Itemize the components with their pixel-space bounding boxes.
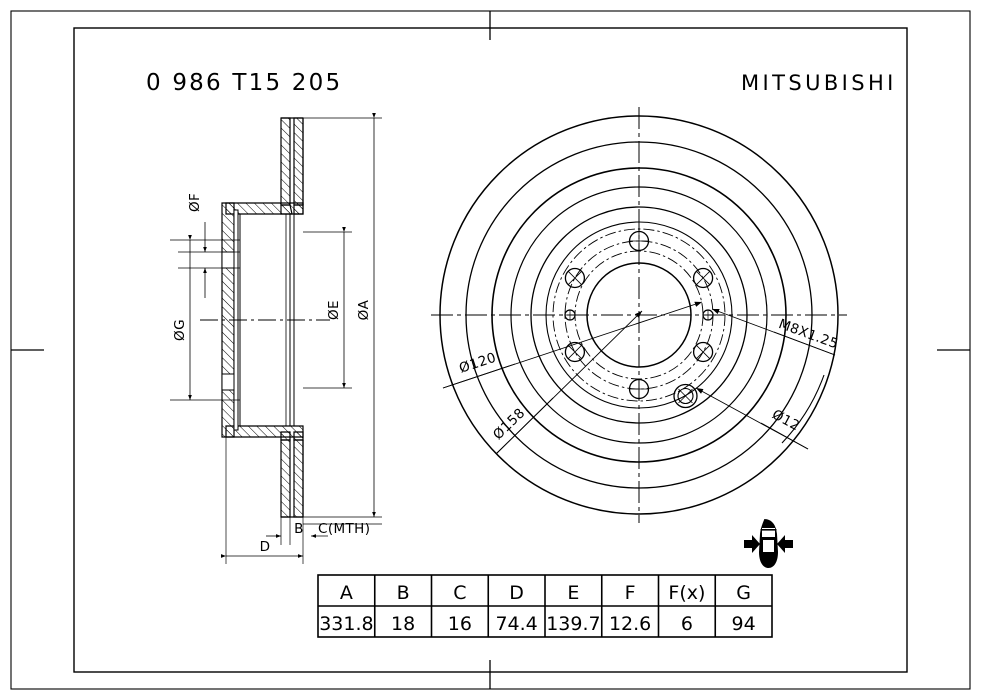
spec-header-cell: B xyxy=(397,582,410,604)
spec-header-cell: F xyxy=(625,582,636,604)
spec-table-value-row: 331.8 18 16 74.4 139.7 12.6 6 94 xyxy=(319,613,755,635)
dimension-label-b: B xyxy=(294,521,304,537)
section-view: ØF ØG ØE ØA B xyxy=(170,112,382,564)
disc-outer-circle xyxy=(439,115,839,515)
spec-header-cell: E xyxy=(567,582,579,604)
dimension-label-f: ØF xyxy=(187,193,203,212)
spec-value-cell: 12.6 xyxy=(609,613,651,635)
break-arc xyxy=(781,374,825,444)
spec-table-header-row: A B C D E F F(x) G xyxy=(340,582,751,604)
friction-ring-circle xyxy=(491,167,787,463)
bolt-hole-section-lower xyxy=(221,373,235,391)
dimension-label-g: ØG xyxy=(172,319,188,341)
spec-value-cell: 18 xyxy=(391,613,415,635)
spec-value-cell: 16 xyxy=(448,613,472,635)
spec-header-cell: D xyxy=(509,582,524,604)
bolt-hole xyxy=(692,267,714,289)
spec-value-cell: 94 xyxy=(732,613,756,635)
spec-table: A B C D E F F(x) G 331.8 18 16 74.4 139.… xyxy=(317,574,773,638)
disc-outer-inner-circle xyxy=(465,141,813,489)
dimension-label-d: D xyxy=(260,539,271,555)
dimension-e: ØE xyxy=(303,226,352,389)
hat-step-circle xyxy=(545,221,733,409)
spec-value-cell: 6 xyxy=(681,613,693,635)
axle-position-indicator xyxy=(744,519,793,568)
bolt-hole xyxy=(564,267,586,289)
pitch-circle-outer xyxy=(552,228,726,402)
bolt-hole xyxy=(564,341,586,363)
arrow-left-icon xyxy=(777,535,793,553)
dimension-d: D xyxy=(220,437,304,564)
center-bore-circle xyxy=(586,262,692,368)
dimension-label-c: C(MTH) xyxy=(318,521,370,537)
bolt-hole-section-upper xyxy=(221,251,235,269)
spec-value-cell: 331.8 xyxy=(319,613,373,635)
bolt-hole xyxy=(628,378,650,400)
bolt-hole xyxy=(692,341,714,363)
extraction-hole-right xyxy=(702,309,714,321)
dimension-a: ØA xyxy=(303,112,382,518)
friction-inner-circle xyxy=(510,186,768,444)
arrow-right-icon xyxy=(744,535,760,553)
dimension-b: B xyxy=(266,517,304,545)
spec-header-cell: F(x) xyxy=(668,582,705,604)
dimension-g: ØG xyxy=(170,234,240,401)
dimension-label-e: ØE xyxy=(326,300,342,320)
bolt-hole xyxy=(628,230,650,252)
extraction-hole-left xyxy=(564,309,576,321)
threaded-hole-m8 xyxy=(673,383,698,409)
dimension-label-a: ØA xyxy=(356,299,372,320)
bolt-hole-group xyxy=(564,230,714,400)
dimension-c: C(MTH) xyxy=(302,517,382,545)
spec-header-cell: C xyxy=(453,582,466,604)
spec-value-cell: 74.4 xyxy=(495,613,537,635)
spec-value-cell: 139.7 xyxy=(546,613,600,635)
sheet-frame xyxy=(10,10,971,690)
spec-header-cell: A xyxy=(340,582,353,604)
part-number: 0 986 T15 205 xyxy=(146,70,342,96)
front-view: Ø120 Ø158 M8X1.25 Ø12 xyxy=(431,107,847,523)
car-top-view-icon xyxy=(759,519,778,568)
manufacturer-name: MITSUBISHI xyxy=(741,71,897,95)
spec-header-cell: G xyxy=(736,582,751,604)
hat-outer-circle xyxy=(530,206,748,424)
